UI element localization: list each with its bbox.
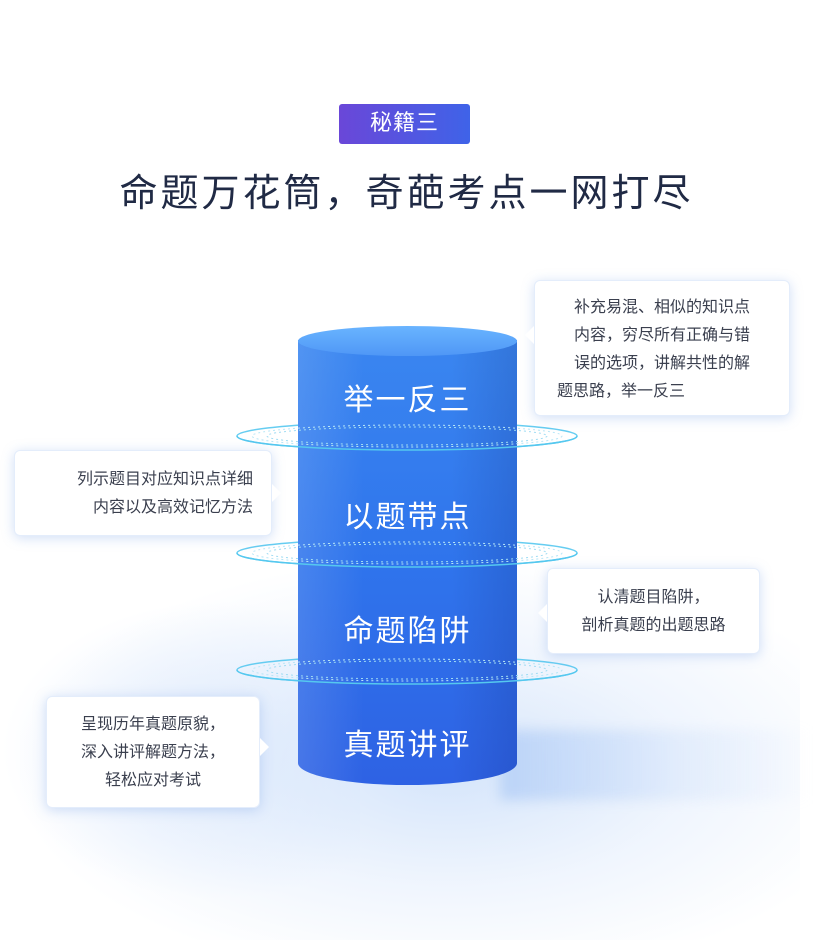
callout-line: 误的选项，讲解共性的解 bbox=[573, 353, 750, 372]
callout-mid-right: 认清题目陷阱， 剖析真题的出题思路 bbox=[547, 568, 760, 654]
page-title: 命题万花筒，奇葩考点一网打尽 bbox=[119, 171, 694, 215]
callout-line: 内容以及高效记忆方法 bbox=[92, 497, 253, 516]
callout-mid-left-pointer bbox=[272, 484, 281, 502]
callout-line: 轻松应对考试 bbox=[104, 770, 201, 789]
section-badge: 秘籍三 bbox=[339, 104, 470, 144]
light-beam bbox=[500, 730, 813, 800]
callout-top-right-pointer bbox=[525, 326, 534, 344]
layer-label-1: 举一反三 bbox=[343, 383, 472, 418]
ring-2-front bbox=[236, 541, 578, 568]
callout-line: 呈现历年真题原貌， bbox=[80, 714, 225, 733]
callout-line: 题思路，举一反三 bbox=[557, 381, 686, 400]
cylinder-body bbox=[298, 340, 517, 785]
callout-line: 列示题目对应知识点详细 bbox=[76, 469, 253, 488]
callout-mid-right-pointer bbox=[538, 604, 547, 622]
callout-bottom-left-pointer bbox=[260, 738, 269, 756]
callout-bottom-left: 呈现历年真题原貌， 深入讲评解题方法， 轻松应对考试 bbox=[46, 696, 260, 808]
layer-label-4: 真题讲评 bbox=[343, 728, 472, 763]
callout-line: 认清题目陷阱， bbox=[597, 587, 710, 606]
layer-label-2: 以题带点 bbox=[343, 500, 472, 535]
ring-1-front bbox=[236, 424, 578, 451]
callout-line: 深入讲评解题方法， bbox=[80, 742, 225, 761]
layer-label-3: 命题陷阱 bbox=[343, 614, 472, 649]
callout-line: 内容，穷尽所有正确与错 bbox=[573, 325, 750, 344]
cylinder-top bbox=[298, 326, 517, 356]
callout-line: 剖析真题的出题思路 bbox=[581, 615, 726, 634]
callout-mid-left: 列示题目对应知识点详细 内容以及高效记忆方法 bbox=[14, 450, 272, 536]
callout-top-right: 补充易混、相似的知识点 内容，穷尽所有正确与错 误的选项，讲解共性的解 题思路，… bbox=[534, 280, 790, 416]
ring-3-front bbox=[236, 658, 578, 685]
callout-line: 补充易混、相似的知识点 bbox=[573, 297, 750, 316]
